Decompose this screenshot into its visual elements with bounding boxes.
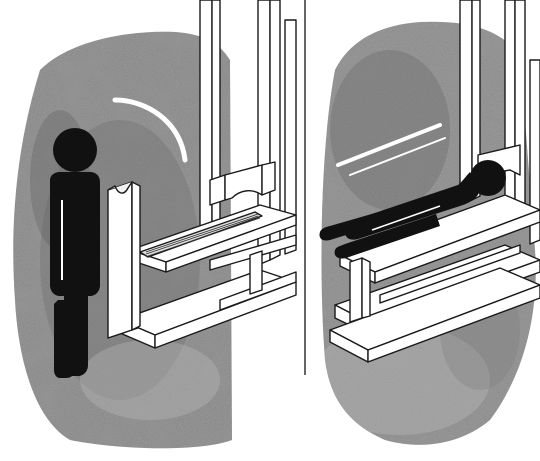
illustration-svg: [0, 0, 540, 461]
illustration-canvas: [0, 0, 540, 461]
